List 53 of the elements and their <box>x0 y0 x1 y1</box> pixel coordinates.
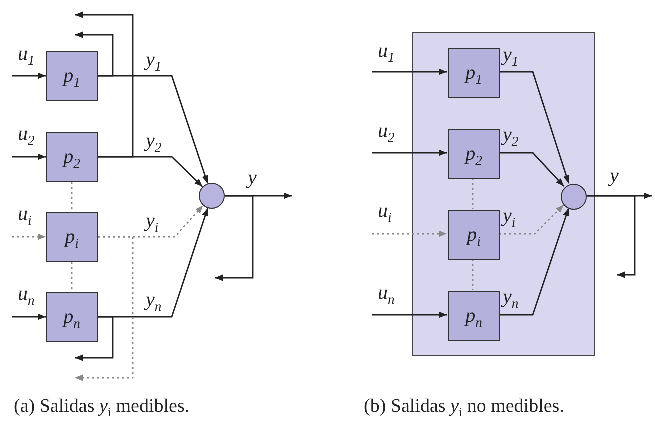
arrow <box>499 152 565 187</box>
edge-label: y$_{i}$ <box>503 206 516 226</box>
arrow <box>372 230 447 238</box>
summing-junction <box>199 183 225 209</box>
arrow <box>12 72 46 80</box>
edge-label: u$_{2}$ <box>378 121 395 141</box>
edge-label: y$_{n}$ <box>503 287 519 307</box>
edge-label: u$_{n}$ <box>378 283 395 303</box>
dotted-line <box>71 262 73 292</box>
arrow <box>75 32 114 77</box>
arrow <box>215 195 254 282</box>
caption: (a) Salidas y$_{i}$ medibles. <box>14 397 190 416</box>
arrow <box>499 208 570 316</box>
edge-label: u$_{n}$ <box>18 284 35 304</box>
process-box: p$_{n}$ <box>448 291 500 341</box>
edge-label: u$_{2}$ <box>18 124 35 144</box>
enclosure-box <box>412 32 595 356</box>
edge-label: u$_{1}$ <box>378 41 395 61</box>
arrow <box>12 154 46 160</box>
edge-label: y$_{1}$ <box>146 50 162 70</box>
edge-label: y <box>248 168 257 188</box>
process-box: p$_{1}$ <box>46 51 98 101</box>
process-box: p$_{2}$ <box>46 132 98 182</box>
edge-label: y$_{n}$ <box>146 290 162 310</box>
edge-label: u$_{i}$ <box>378 201 392 221</box>
arrow <box>12 314 46 320</box>
dotted-line <box>472 259 474 290</box>
edge-label: y$_{2}$ <box>503 125 519 145</box>
edge-label: y$_{1}$ <box>503 45 519 65</box>
dotted-line <box>71 182 73 212</box>
arrow <box>75 316 114 362</box>
arrow <box>12 234 46 240</box>
arrow <box>372 68 447 76</box>
arrow <box>75 12 134 158</box>
caption: (b) Salidas y$_{i}$ no medibles. <box>364 397 564 416</box>
process-box: p$_{1}$ <box>448 48 500 98</box>
process-box: p$_{i}$ <box>448 210 500 260</box>
arrow <box>499 204 564 235</box>
arrow <box>499 71 570 184</box>
dotted-line <box>472 178 474 209</box>
edge-label: u$_{i}$ <box>18 204 32 224</box>
process-box: p$_{2}$ <box>448 129 500 179</box>
arrow <box>75 236 134 382</box>
process-box: p$_{n}$ <box>46 292 98 342</box>
arrow <box>586 195 636 278</box>
summing-junction <box>561 184 587 210</box>
arrow <box>372 312 447 318</box>
edge-label: u$_{1}$ <box>18 44 35 64</box>
edge-label: y <box>610 166 619 186</box>
arrow <box>372 150 447 156</box>
edge-label: y$_{i}$ <box>146 211 159 231</box>
edge-label: y$_{2}$ <box>146 131 162 151</box>
process-box: p$_{i}$ <box>46 212 98 262</box>
